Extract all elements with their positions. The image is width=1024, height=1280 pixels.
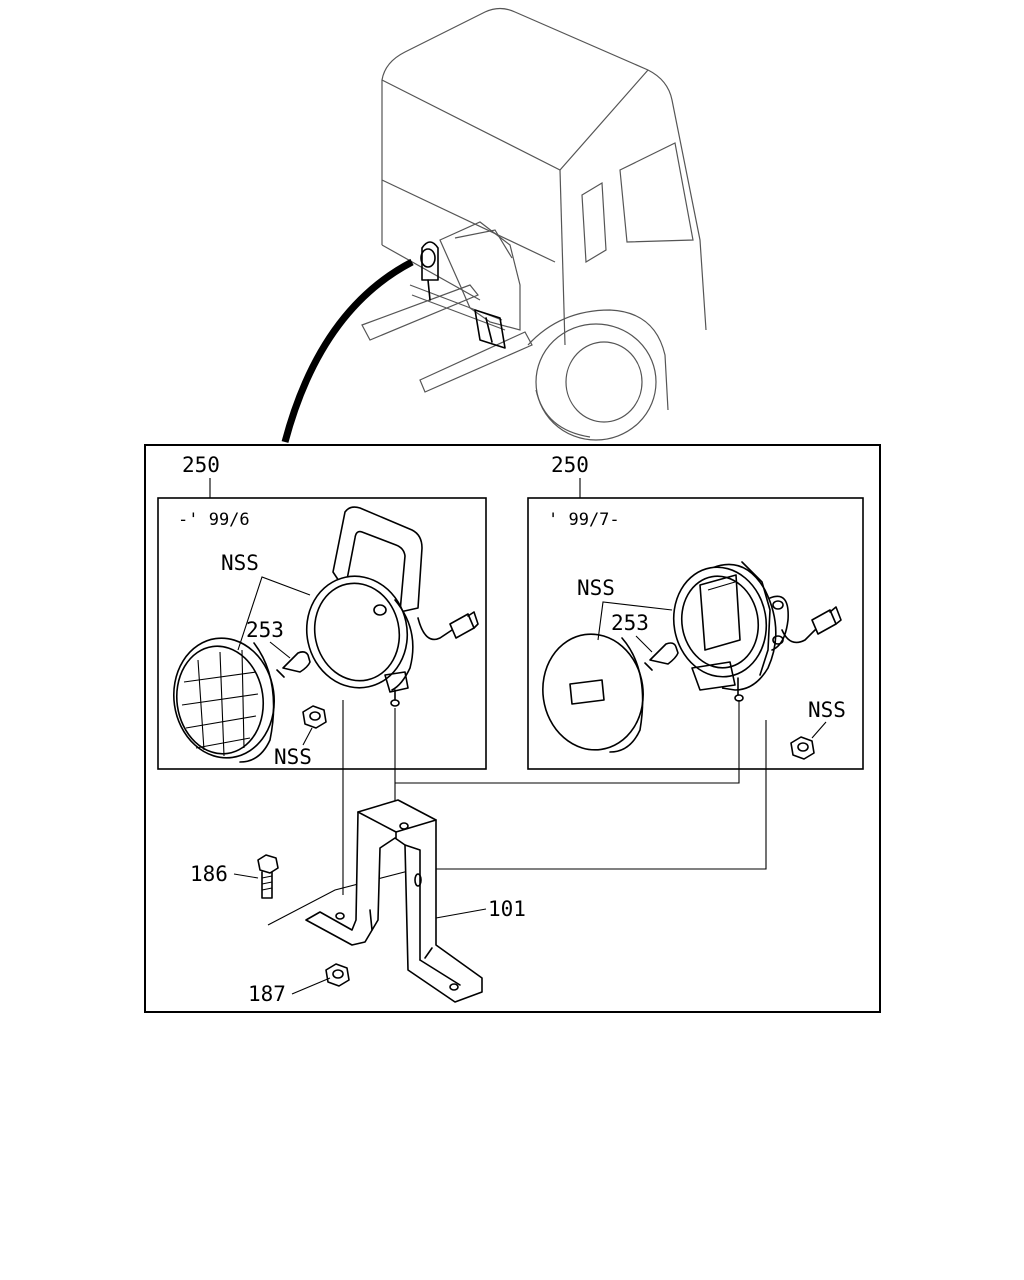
right-nss-side-label: NSS (808, 698, 846, 722)
left-group-ref: 250 (182, 453, 220, 477)
left-variant-label: -' 99/6 (178, 510, 250, 530)
left-nss-bottom-label: NSS (274, 745, 312, 769)
right-work-lamp (542, 561, 842, 753)
nut-187 (325, 963, 350, 987)
right-nss-top-label: NSS (577, 576, 615, 600)
truck-cab-illustration (281, 7, 707, 443)
right-variant-box (527, 497, 864, 770)
right-group-ref: 250 (551, 453, 589, 477)
bolt-186 (257, 854, 279, 899)
right-bulb-label: 253 (611, 611, 649, 635)
bolt-label: 186 (190, 862, 228, 886)
left-bulb-label: 253 (246, 618, 284, 642)
left-nss-top-label: NSS (221, 551, 259, 575)
right-nss-nut (790, 736, 815, 760)
right-variant-label: ' 99/7- (548, 510, 620, 530)
left-variant-box (157, 497, 487, 770)
assembly-lines (267, 700, 767, 926)
bracket-label: 101 (488, 897, 526, 921)
nut-label: 187 (248, 982, 286, 1006)
bracket-101 (305, 799, 483, 1003)
detail-frame (144, 444, 881, 1013)
left-work-lamp (172, 506, 479, 763)
